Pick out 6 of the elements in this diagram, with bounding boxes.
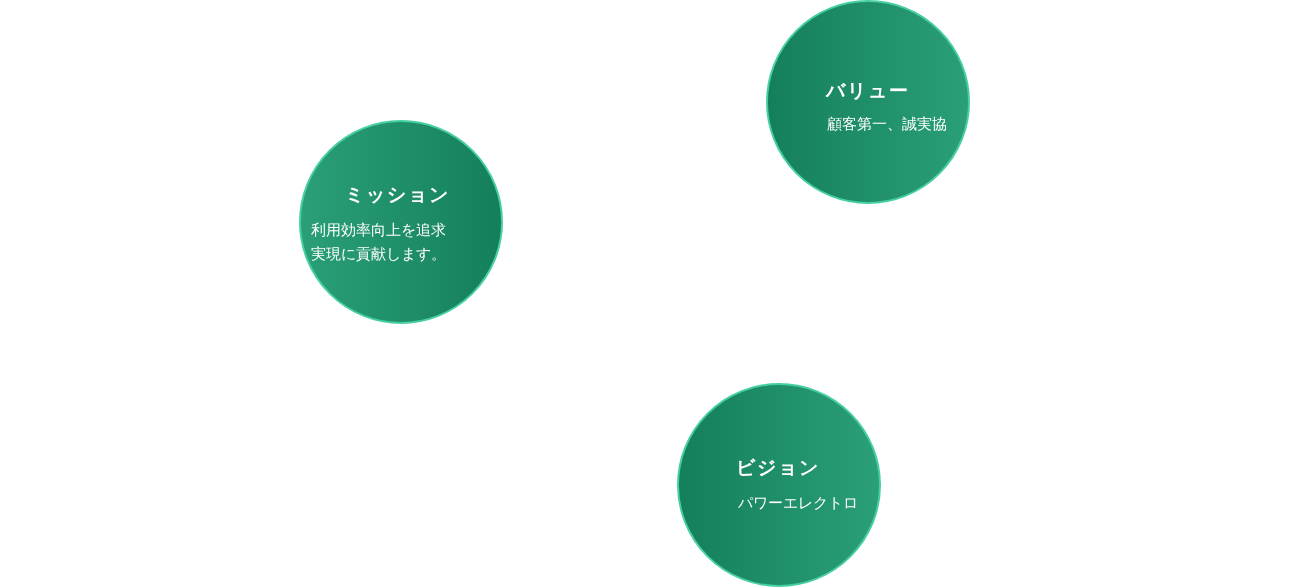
card-title: バリュー [826,78,910,103]
card-text: パワーエレクトロ [738,493,859,514]
card-text: 利用効率向上を追求実現に貢献します。 [311,220,447,265]
card-text: 顧客第一、誠実協 [827,114,948,135]
card-title: ビジョン [736,455,820,480]
card-title: ミッション [345,182,450,207]
